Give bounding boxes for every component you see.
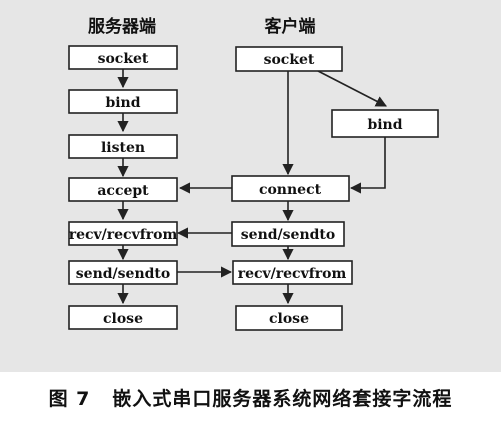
server-column: socket bind listen accept recv/recvfrom [68, 45, 178, 330]
server-recv-label: recv/recvfrom [69, 227, 178, 243]
server-close-node: close [68, 305, 178, 330]
client-column: socket bind connect send/sendto recv/rec… [231, 46, 439, 331]
flowchart: 服务器端 客户端 [68, 16, 439, 331]
client-socket-label: socket [264, 52, 315, 68]
arrow-client-socket-bind [317, 70, 387, 107]
figure-caption: 图 7 嵌入式串口服务器系统网络套接字流程 [0, 384, 501, 411]
client-recv-node: recv/recvfrom [232, 260, 353, 285]
client-connect-label: connect [259, 182, 322, 198]
client-send-node: send/sendto [231, 221, 345, 247]
client-heading: 客户端 [264, 16, 316, 37]
client-socket-node: socket [235, 46, 343, 72]
server-heading: 服务器端 [88, 16, 156, 37]
figure-title: 嵌入式串口服务器系统网络套接字流程 [112, 388, 453, 410]
server-socket-node: socket [68, 45, 178, 70]
server-recv-node: recv/recvfrom [68, 221, 178, 246]
server-listen-label: listen [101, 140, 145, 156]
client-send-label: send/sendto [241, 227, 335, 243]
connectors [117, 69, 387, 305]
server-bind-label: bind [105, 95, 140, 111]
client-close-node: close [235, 305, 343, 331]
client-recv-label: recv/recvfrom [238, 266, 347, 282]
client-connect-node: connect [231, 175, 350, 202]
server-accept-label: accept [97, 183, 149, 199]
server-accept-node: accept [68, 177, 178, 202]
arrow-client-bind-connect [349, 137, 386, 194]
client-close-label: close [269, 311, 309, 327]
server-bind-node: bind [68, 89, 178, 114]
server-socket-label: socket [98, 51, 149, 67]
server-send-label: send/sendto [76, 266, 170, 282]
client-bind-label: bind [367, 117, 402, 133]
server-listen-node: listen [68, 134, 178, 159]
server-send-node: send/sendto [68, 260, 178, 285]
client-bind-node: bind [331, 109, 439, 138]
server-close-label: close [103, 311, 143, 327]
figure-number: 图 7 [48, 388, 91, 410]
diagram-area: 服务器端 客户端 [0, 0, 501, 372]
